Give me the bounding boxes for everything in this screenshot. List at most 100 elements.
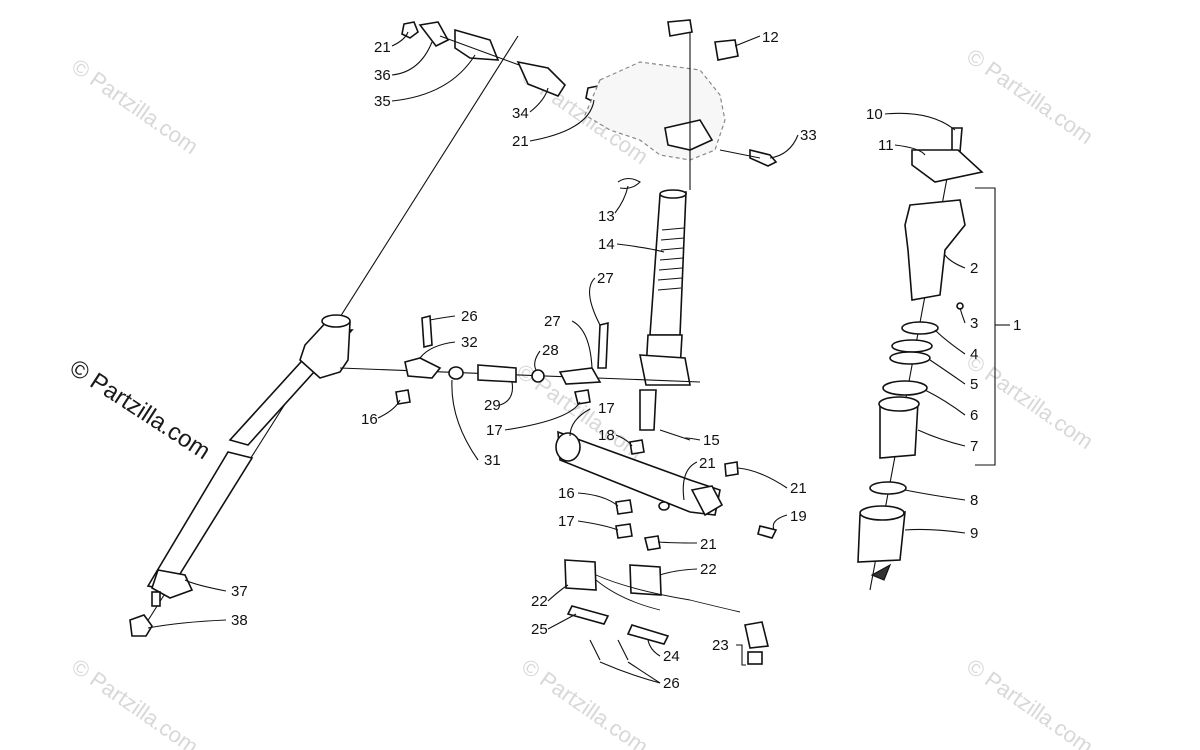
clip-13: [617, 177, 641, 189]
nut-17-mid: [574, 389, 591, 405]
callout-18: 17: [598, 400, 615, 417]
callout-22-left: 22: [531, 593, 548, 610]
leader-21-switch: [657, 541, 698, 544]
right-column-stack: [857, 127, 996, 591]
leader-36: [391, 41, 433, 76]
sleeve-7-top: [878, 396, 920, 412]
leader-21-right: [737, 467, 788, 489]
nut-21-switch: [644, 535, 661, 551]
leader-26b: [627, 661, 661, 684]
leader-28: [571, 320, 593, 369]
callout-27-left: 26: [461, 308, 478, 325]
direction-arrow: [870, 563, 892, 581]
faint-watermark-bl: © Partzilla.com: [67, 654, 203, 750]
seal-5b: [889, 351, 931, 365]
callout-25: 25: [531, 621, 548, 638]
leader-31: [451, 379, 479, 461]
callout-16: 16: [558, 485, 575, 502]
leader-22-right: [659, 568, 698, 576]
housing-end-cap: [555, 432, 581, 462]
nut-21-upper: [724, 461, 739, 477]
switch-22-left: [564, 559, 597, 591]
seal-5a: [891, 339, 933, 353]
callout-32: 32: [461, 334, 478, 351]
steering-arm-housing: [555, 429, 778, 539]
callout-21-housing: 21: [699, 455, 716, 472]
bolt-33-axis: [719, 149, 761, 159]
callout-34: 34: [512, 105, 529, 122]
leader-18: [569, 408, 591, 437]
leader-32: [419, 341, 456, 359]
bolt-20: [757, 525, 778, 539]
leader-4: [934, 329, 966, 355]
callout-30: 29: [484, 397, 501, 414]
leader-33: [769, 134, 799, 159]
faint-watermark-mr: © Partzilla.com: [962, 349, 1098, 455]
callout-14: 14: [598, 236, 615, 253]
callout-17-left: 16: [361, 411, 378, 428]
leader-26a: [599, 661, 661, 684]
leader-27-right: [589, 277, 601, 326]
screw-26-right: [617, 639, 629, 661]
faint-watermark-tr: © Partzilla.com: [962, 44, 1098, 150]
post-lower-stud: [151, 591, 161, 607]
leader-5: [929, 359, 966, 385]
ball-joint-36: [418, 21, 450, 48]
upper-nut-21: [401, 21, 419, 39]
leader-3: [959, 307, 966, 324]
column-lower-shaft: [639, 389, 657, 431]
leader-37: [184, 579, 227, 592]
callout-33: 33: [800, 127, 817, 144]
leader-21-housing: [682, 461, 698, 501]
housing-18: [557, 430, 721, 516]
column-knurl: [657, 227, 685, 291]
leader-23: [736, 644, 746, 666]
callout-6: 6: [970, 407, 978, 424]
leader-21-top: [391, 31, 409, 47]
upper-linkage: [401, 21, 603, 103]
callout-5: 5: [970, 376, 978, 393]
nut-17-lower: [615, 523, 633, 539]
steering-post-assembly: [129, 35, 519, 637]
leader-11: [894, 144, 926, 156]
leader-13: [614, 185, 629, 214]
mount-plate-21: [690, 485, 724, 517]
callout-21-switch: 21: [700, 536, 717, 553]
leader-24: [647, 639, 661, 657]
tie-rod-end-34: [516, 60, 567, 97]
callout-21-top: 21: [374, 39, 391, 56]
tie-rod-end-28: [558, 367, 602, 385]
nut-19: [629, 439, 645, 455]
connector-23: [744, 621, 769, 649]
screw-26-left: [589, 639, 601, 661]
callout-21-right: 21: [790, 480, 807, 497]
column-upper-tube: [649, 191, 687, 336]
washer-29: [531, 369, 545, 383]
leader-25: [547, 613, 577, 630]
leader-2: [944, 254, 966, 269]
callout-17-lower: 17: [558, 513, 575, 530]
nut-17-left: [395, 389, 411, 405]
callout-31: 31: [484, 452, 501, 469]
faint-watermark-tl: © Partzilla.com: [67, 54, 203, 160]
leader-10: [884, 112, 956, 131]
leader-34: [529, 87, 549, 113]
bracket-mount-plate: [664, 119, 714, 151]
leader-35: [391, 54, 476, 102]
leader-7: [917, 429, 966, 447]
leader-15: [684, 437, 701, 441]
callout-9: 9: [970, 525, 978, 542]
bracket-25: [566, 605, 610, 625]
post-lower-arm: [151, 569, 194, 599]
callout-23: 23: [712, 637, 729, 654]
leader-14: [616, 243, 665, 253]
bushing-6: [882, 380, 928, 396]
column-lower-collar: [639, 354, 691, 386]
switch-wiring-2: [595, 579, 661, 611]
connector-23-cap: [747, 651, 763, 665]
housing-2: [904, 199, 966, 301]
callout-4: 4: [970, 346, 978, 363]
leader-19: [615, 434, 633, 447]
callout-28: 27: [544, 313, 561, 330]
